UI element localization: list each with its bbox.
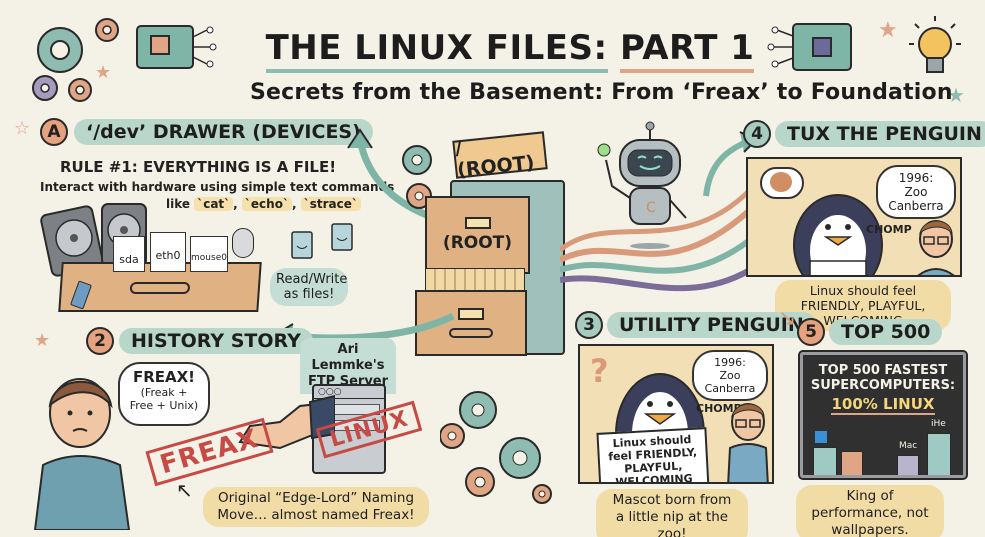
file-label: sda xyxy=(119,253,139,266)
cookie-icon xyxy=(770,172,792,192)
section-badge: 3 xyxy=(575,311,603,339)
building-icon xyxy=(841,451,863,475)
section-heading: HISTORY STORY xyxy=(119,328,313,354)
svg-text:C: C xyxy=(646,200,656,216)
building-icon xyxy=(897,455,919,475)
freax-stamp: FREAX xyxy=(145,417,274,487)
question-mark-icon: ? xyxy=(590,352,609,390)
device-file-mouse0: mouse0 xyxy=(190,236,228,272)
person-icon xyxy=(727,403,769,482)
arrow-icon: ↖ xyxy=(176,478,193,502)
section-badge: 2 xyxy=(86,327,114,355)
walking-file-icon xyxy=(291,223,353,259)
root-sign: / (ROOT) xyxy=(452,131,548,181)
devices-rule: RULE #1: EVERYTHING IS A FILE! xyxy=(60,158,337,176)
top500-screen: TOP 500 FASTEST SUPERCOMPUTERS: 100% LIN… xyxy=(798,350,968,480)
device-file-sda: sda xyxy=(113,236,145,272)
page-subtitle: Secrets from the Basement: From ‘Freax’ … xyxy=(250,80,953,105)
read-write-note: Read/Write as files! xyxy=(270,268,348,306)
mouse-icon xyxy=(232,228,254,258)
server-label-text: Ari Lemmke's FTP Server xyxy=(307,342,389,389)
building-icon xyxy=(927,433,951,475)
arrow-icon: ↘ xyxy=(778,306,797,331)
screen-line-1: TOP 500 FASTEST xyxy=(818,363,948,378)
lightbulb-icon xyxy=(909,16,961,73)
drawer-label-slot-icon xyxy=(458,308,484,320)
thought-detail: (Freak + Free + Unix) xyxy=(129,386,199,412)
title-part-1: THE LINUX FILES: xyxy=(265,28,608,73)
tux-note: Linux should feel FRIENDLY, PLAYFUL, WEL… xyxy=(775,280,951,331)
command-tag: `strace` xyxy=(300,197,361,211)
chomp-sound: CHOMP xyxy=(696,402,742,415)
command-tag: `echo` xyxy=(241,197,292,211)
window-dots-icon: ○○○ xyxy=(314,386,384,399)
section-heading: UTILITY PENGUIN xyxy=(607,312,816,338)
building-label: iHe xyxy=(931,419,946,429)
star-icon: ☆ xyxy=(14,118,31,139)
section-heading: TUX THE PENGUIN xyxy=(775,121,985,147)
folders-icon xyxy=(425,268,525,292)
hand-icon xyxy=(238,394,335,450)
section-history-header: 2 HISTORY STORY xyxy=(86,327,313,355)
drawer-label-slot-icon xyxy=(464,217,491,229)
utility-speech-bubble: 1996: Zoo Canberra xyxy=(692,350,768,401)
freax-thought-bubble: FREAX! (Freak + Free + Unix) xyxy=(118,362,210,426)
root-drawer-top: (ROOT) xyxy=(425,196,530,274)
penguin-sign: Linux should feel FRIENDLY, PLAYFUL, WEL… xyxy=(596,427,710,484)
section-badge: 4 xyxy=(743,120,771,148)
devices-commands: like `cat`, `echo`, `strace` xyxy=(166,197,361,211)
file-label: mouse0 xyxy=(191,253,227,263)
building-icon xyxy=(813,447,837,475)
utility-panel: ? 1996: Zoo Canberra CHOMP Linux should … xyxy=(578,344,774,484)
screen-line-2: SUPERCOMPUTERS: xyxy=(810,378,956,393)
penguin-icon xyxy=(793,194,883,275)
history-note: Original “Edge-Lord” Naming Move… almost… xyxy=(203,487,429,527)
cables-icon xyxy=(560,188,752,292)
history-note-text: Original “Edge-Lord” Naming Move… almost… xyxy=(217,490,415,523)
section-devices-header: A ‘/dev’ DRAWER (DEVICES) xyxy=(40,118,373,146)
utility-note: Mascot born from a little nip at the zoo… xyxy=(596,489,748,537)
section-tux-header: 4 TUX THE PENGUIN xyxy=(743,120,985,148)
file-label: eth0 xyxy=(155,249,181,262)
thought-title: FREAX! xyxy=(132,368,196,386)
commands-prefix: like xyxy=(166,197,191,211)
section-heading: TOP 500 xyxy=(829,319,943,345)
gears-cluster-icon xyxy=(440,391,552,504)
top500-note-text: King of performance, not wallpapers. xyxy=(811,488,929,537)
penguin-sign-text: Linux should feel FRIENDLY, PLAYFUL, WEL… xyxy=(607,432,698,484)
star-icon: ★ xyxy=(947,83,965,107)
robot-icon: C xyxy=(597,121,687,249)
section-badge: A xyxy=(40,118,68,146)
circuit-board-icon xyxy=(136,25,217,69)
windows-logo-icon xyxy=(815,431,827,443)
tux-panel: 1996: Zoo Canberra CHOMP xyxy=(746,157,962,277)
drawer-handle-icon xyxy=(129,282,191,294)
root-sign-label: / (ROOT) xyxy=(453,136,536,182)
section-top500-header: 5 TOP 500 xyxy=(797,318,943,346)
drawer-label: (ROOT) xyxy=(442,233,513,253)
top500-note: King of performance, not wallpapers. xyxy=(796,485,944,537)
drawer-handle-icon xyxy=(449,328,493,338)
worried-person-icon xyxy=(33,378,131,530)
star-icon: ★ xyxy=(95,62,112,83)
utility-note-text: Mascot born from a little nip at the zoo… xyxy=(612,492,732,537)
title-part-2: PART 1 xyxy=(619,28,755,73)
page-title: THE LINUX FILES: PART 1 xyxy=(250,28,770,73)
gears-cluster-icon xyxy=(32,18,119,102)
star-icon: ★ xyxy=(34,330,51,351)
circuit-board-icon xyxy=(767,23,852,71)
devices-description: Interact with hardware using simple text… xyxy=(40,180,395,194)
star-icon: ★ xyxy=(878,18,898,43)
building-label: Mac xyxy=(899,441,918,451)
command-tag: `cat` xyxy=(194,197,234,211)
section-utility-header: 3 UTILITY PENGUIN xyxy=(575,311,816,339)
tux-speech-bubble: 1996: Zoo Canberra xyxy=(876,165,956,219)
section-heading: ‘/dev’ DRAWER (DEVICES) xyxy=(74,119,373,145)
device-file-eth0: eth0 xyxy=(150,232,186,272)
chomp-sound: CHOMP xyxy=(866,223,912,236)
section-badge: 5 xyxy=(797,318,825,346)
screen-highlight: 100% LINUX xyxy=(831,395,935,415)
tux-note-text: Linux should feel FRIENDLY, PLAYFUL, WEL… xyxy=(800,283,926,328)
person-icon xyxy=(917,220,955,275)
